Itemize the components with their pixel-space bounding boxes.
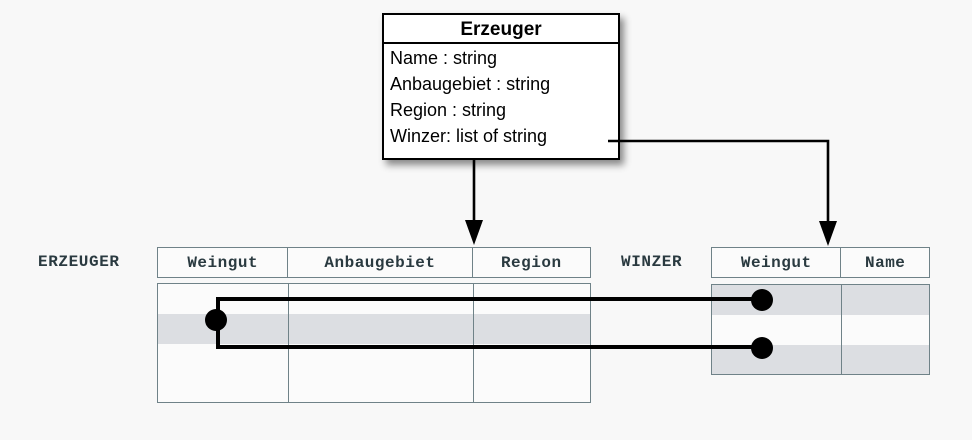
uml-attribute: Anbaugebiet : string — [390, 74, 551, 94]
table-cell — [712, 315, 842, 345]
column-header-anbaugebiet: Anbaugebiet — [288, 248, 473, 277]
table-cell — [158, 374, 289, 402]
table-cell — [158, 344, 289, 374]
table-cell — [289, 284, 474, 314]
table-cell — [712, 285, 842, 315]
table-row — [712, 345, 929, 374]
table-body-winzer — [711, 284, 930, 375]
arrow-down-to-erzeuger-table — [465, 160, 483, 245]
table-cell — [289, 314, 474, 344]
table-row — [712, 285, 929, 315]
column-header-name: Name — [865, 253, 906, 272]
table-header-erzeuger: Weingut Anbaugebiet Region — [157, 247, 591, 278]
table-row — [158, 314, 590, 344]
table-label-erzeuger: ERZEUGER — [38, 253, 120, 271]
arrow-down-to-winzer-table — [608, 139, 837, 246]
table-cell — [474, 284, 590, 314]
table-row — [158, 374, 590, 402]
uml-attribute: Name : string — [390, 48, 498, 68]
table-row — [158, 284, 590, 314]
table-cell — [474, 344, 590, 374]
uml-attribute: Region : string — [390, 100, 507, 120]
table-cell — [842, 315, 929, 345]
table-cell — [712, 345, 842, 374]
table-cell — [842, 285, 929, 315]
table-cell — [842, 345, 929, 374]
table-cell — [158, 284, 289, 314]
table-row — [712, 315, 929, 345]
table-cell — [474, 314, 590, 344]
table-header-winzer: Weingut Name — [711, 247, 930, 278]
uml-attribute: Winzer: list of string — [390, 126, 548, 146]
column-header-weingut: Weingut — [158, 248, 289, 277]
column-header-weingut: Weingut — [712, 248, 842, 277]
column-header-region: Region — [500, 253, 562, 272]
uml-class-box-erzeuger: Erzeuger Name : string Anbaugebiet : str… — [382, 13, 620, 160]
table-label-winzer: WINZER — [621, 253, 683, 271]
table-cell — [289, 344, 474, 374]
table-cell — [474, 374, 590, 402]
uml-class-name: Erzeuger — [384, 15, 618, 44]
table-row — [158, 344, 590, 374]
table-body-erzeuger — [157, 283, 591, 403]
uml-attribute-list: Name : string Anbaugebiet : string Regio… — [384, 44, 618, 149]
table-cell — [158, 314, 289, 344]
table-cell — [289, 374, 474, 402]
